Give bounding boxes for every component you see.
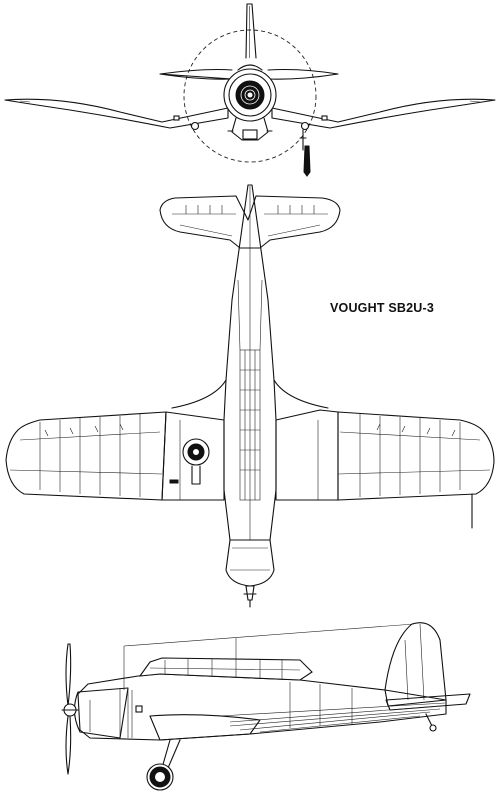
plan-cowling: [225, 539, 275, 587]
front-tail-fin: [245, 3, 257, 59]
side-cowling: [73, 687, 129, 739]
plan-tailplane: [159, 195, 341, 249]
front-underwing-store: [303, 145, 311, 177]
side-tail-fin: [384, 622, 447, 707]
front-landing-gear: [231, 117, 269, 141]
side-landing-gear: [161, 739, 181, 769]
plan-left-inner-wing: [161, 411, 225, 501]
side-propeller: [65, 643, 72, 707]
propeller-disc-arc: [183, 29, 317, 163]
drawing-title: VOUGHT SB2U-3: [330, 301, 435, 315]
side-view: [61, 622, 471, 791]
front-tailplane: [159, 68, 339, 80]
front-view: [4, 3, 496, 177]
side-fuselage: [77, 673, 447, 741]
plan-propeller-hub: [245, 585, 255, 601]
plan-canopy: [239, 349, 261, 501]
plan-left-outer-wing: [5, 411, 167, 501]
plan-right-outer-wing: [337, 411, 495, 501]
plan-view: [5, 184, 495, 608]
plan-right-inner-wing: [275, 409, 339, 501]
front-right-wing: [271, 98, 496, 129]
front-left-wing: [4, 98, 229, 129]
